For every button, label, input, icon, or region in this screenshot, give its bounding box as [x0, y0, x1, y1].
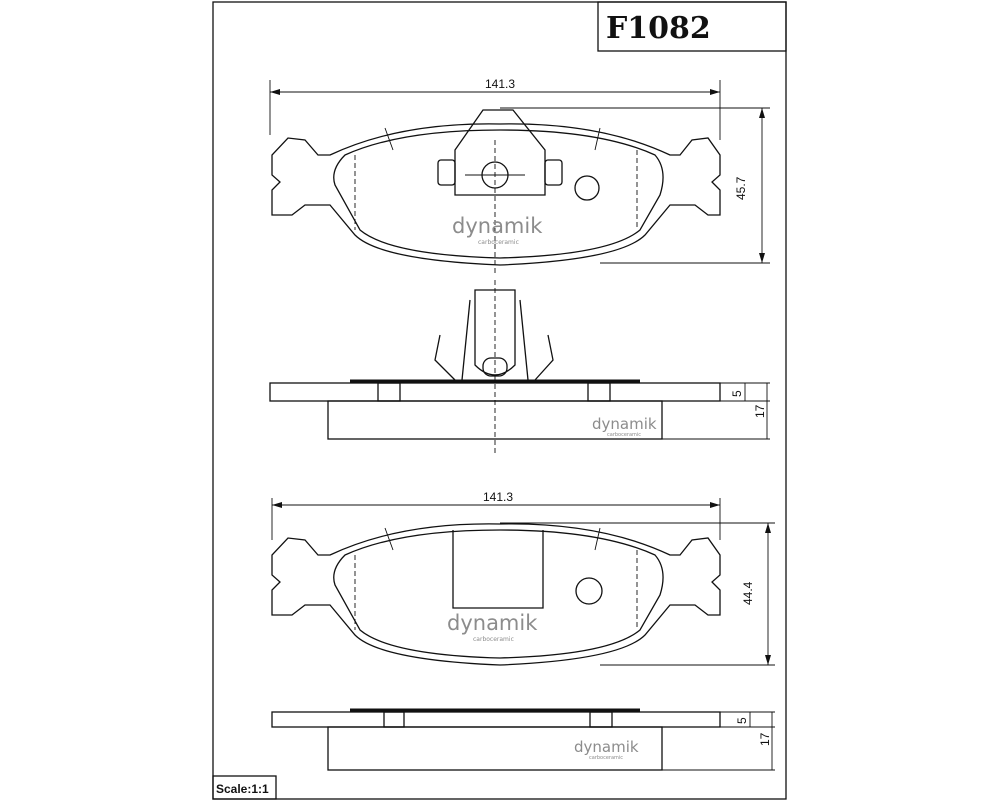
- wear-indicator-hole: [574, 175, 600, 201]
- top-pad-front-view: 141.3 45.7 dynamik carboceramic: [269, 77, 770, 275]
- bottom-height-dim: 44.4: [741, 581, 755, 605]
- brand-logo-side: dynamik: [592, 415, 657, 433]
- scale-label: Scale:1:1: [216, 782, 269, 796]
- top-total-dim: 17: [753, 404, 767, 418]
- brand-logo-2: dynamik: [447, 611, 538, 635]
- brand-tagline: carboceramic: [478, 239, 519, 246]
- bottom-pad-front-view: 141.3 44.4 dynamik carboceramic: [271, 490, 775, 666]
- brand-tagline-side-2: carboceramic: [589, 755, 623, 761]
- bottom-pad-side-view: 5 17 dynamik carboceramic: [271, 708, 775, 771]
- brand-logo: dynamik: [452, 214, 543, 238]
- brand-tagline-side: carboceramic: [607, 432, 641, 438]
- bottom-total-dim: 17: [758, 732, 772, 746]
- title-box: [597, 1, 787, 52]
- scale-box: [212, 775, 277, 800]
- wear-indicator-hole-2: [575, 577, 603, 605]
- top-pad-side-view: 5 17 dynamik carboceramic: [269, 280, 770, 455]
- top-backing-dim: 5: [730, 390, 744, 397]
- bottom-width-dim: 141.3: [483, 490, 513, 504]
- brand-logo-side-2: dynamik: [574, 738, 639, 756]
- part-number: F1082: [606, 11, 711, 46]
- top-height-dim: 45.7: [734, 176, 748, 200]
- brand-tagline-2: carboceramic: [473, 636, 514, 643]
- top-width-dim: 141.3: [485, 77, 515, 91]
- drawing-frame: [212, 1, 787, 800]
- bottom-backing-dim: 5: [735, 717, 749, 724]
